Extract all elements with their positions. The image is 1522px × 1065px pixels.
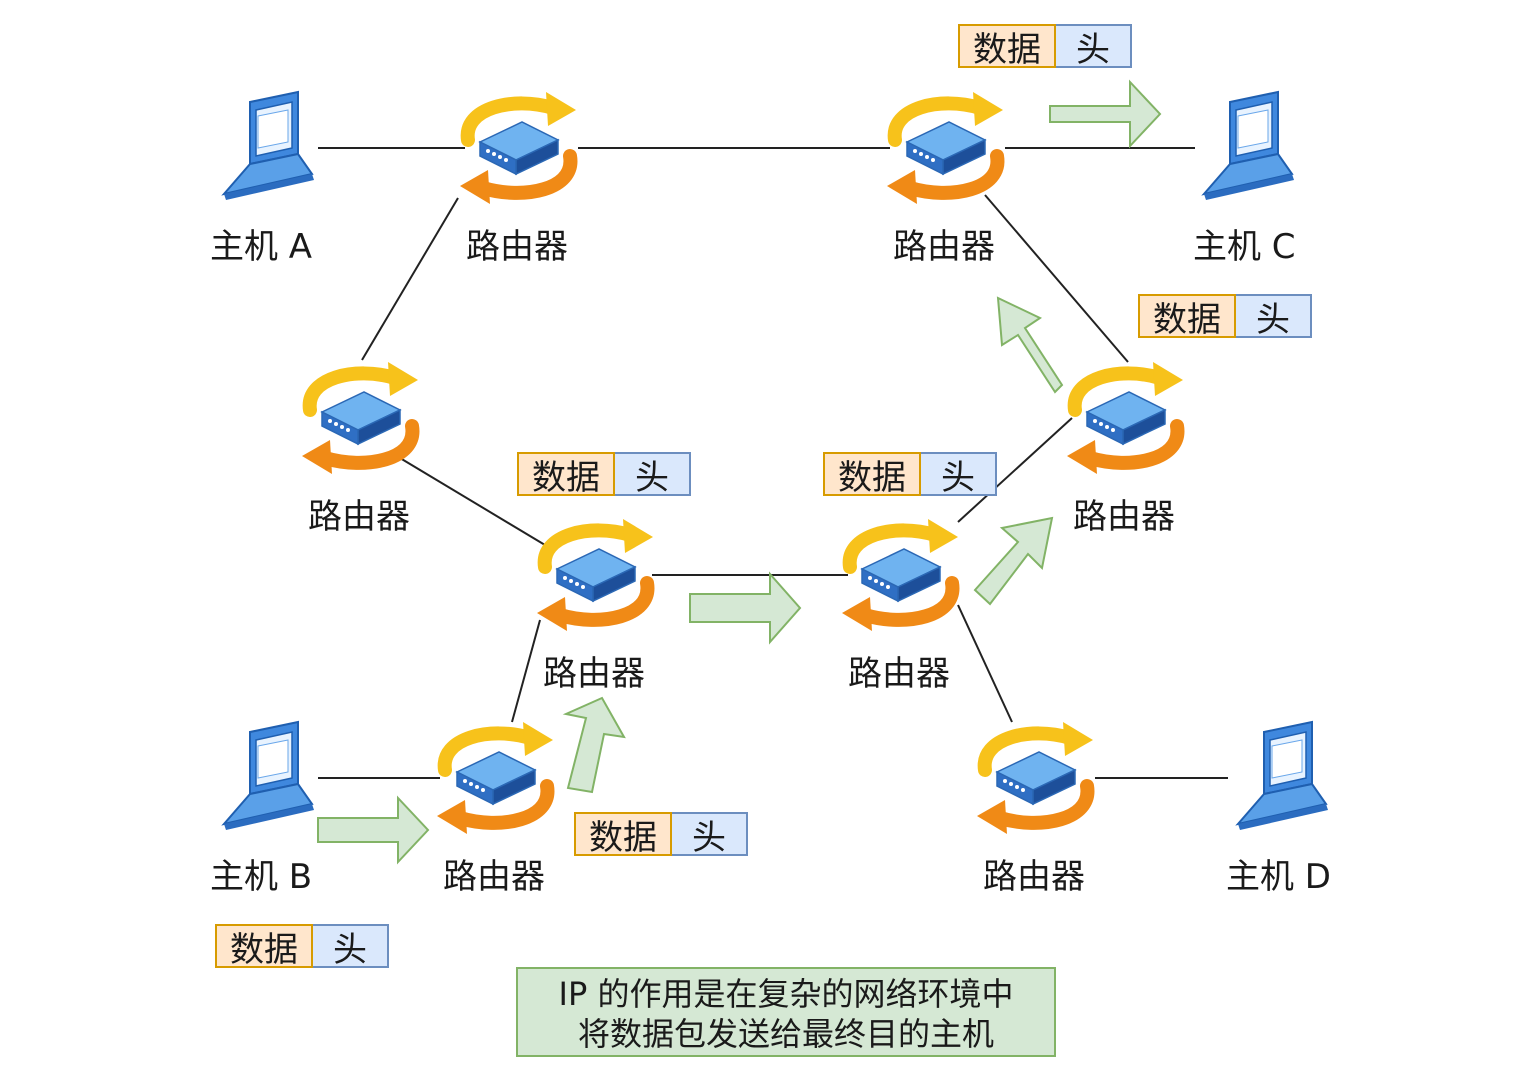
flow-arrows	[317, 79, 1162, 865]
flow-arrow-icon	[317, 795, 430, 865]
router-label: 路由器	[443, 857, 545, 897]
flow-arrow-icon	[996, 296, 1064, 394]
caption-line-1: IP 的作用是在复杂的网络环境中	[558, 975, 1014, 1013]
data-packet: 数据 头	[574, 812, 748, 858]
packet-data-segment: 数据	[215, 924, 313, 970]
caption-box: IP 的作用是在复杂的网络环境中 将数据包发送给最终目的主机	[516, 967, 1056, 1057]
packet-data-segment: 数据	[517, 452, 615, 498]
packet-data-segment: 数据	[958, 24, 1056, 70]
data-packet: 数据 头	[958, 24, 1132, 70]
router-label: 路由器	[983, 857, 1085, 897]
router-label: 路由器	[893, 227, 995, 267]
flow-arrow-icon	[689, 571, 802, 645]
packet-data-segment: 数据	[1138, 294, 1236, 340]
flow-arrow-icon	[562, 696, 626, 794]
router-icon	[1067, 362, 1183, 474]
host-d-label: 主机 D	[1226, 857, 1331, 897]
router-label: 路由器	[543, 654, 645, 694]
router-icon	[887, 92, 1003, 204]
laptop-icon	[1237, 721, 1329, 831]
router-label: 路由器	[848, 654, 950, 694]
router-icon	[437, 722, 553, 834]
packet-header-segment: 头	[1236, 294, 1312, 340]
data-packet: 数据 头	[215, 924, 389, 970]
laptop-icon	[223, 91, 315, 201]
packet-header-segment: 头	[921, 452, 997, 498]
data-packet: 数据 头	[517, 452, 691, 498]
packet-data-segment: 数据	[823, 452, 921, 498]
router-label: 路由器	[466, 227, 568, 267]
laptop-icon	[223, 721, 315, 831]
router-label: 路由器	[1073, 497, 1175, 537]
router-icon	[842, 519, 958, 631]
router-icon	[537, 519, 653, 631]
flow-arrow-icon	[973, 516, 1054, 606]
packet-header-segment: 头	[672, 812, 748, 858]
flow-arrow-icon	[1049, 79, 1162, 149]
router-icon	[460, 92, 576, 204]
laptop-icon	[1203, 91, 1295, 201]
data-packet: 数据 头	[823, 452, 997, 498]
caption-line-2: 将数据包发送给最终目的主机	[577, 1015, 994, 1053]
data-packet: 数据 头	[1138, 294, 1312, 340]
router-label: 路由器	[308, 497, 410, 537]
router-icon	[302, 362, 418, 474]
host-c-label: 主机 C	[1193, 227, 1296, 267]
router-icon	[977, 722, 1093, 834]
network-links	[318, 147, 1228, 779]
packet-data-segment: 数据	[574, 812, 672, 858]
packet-header-segment: 头	[1056, 24, 1132, 70]
host-a-label: 主机 A	[210, 227, 313, 267]
packet-header-segment: 头	[615, 452, 691, 498]
packet-header-segment: 头	[313, 924, 389, 970]
host-b-label: 主机 B	[210, 857, 313, 897]
